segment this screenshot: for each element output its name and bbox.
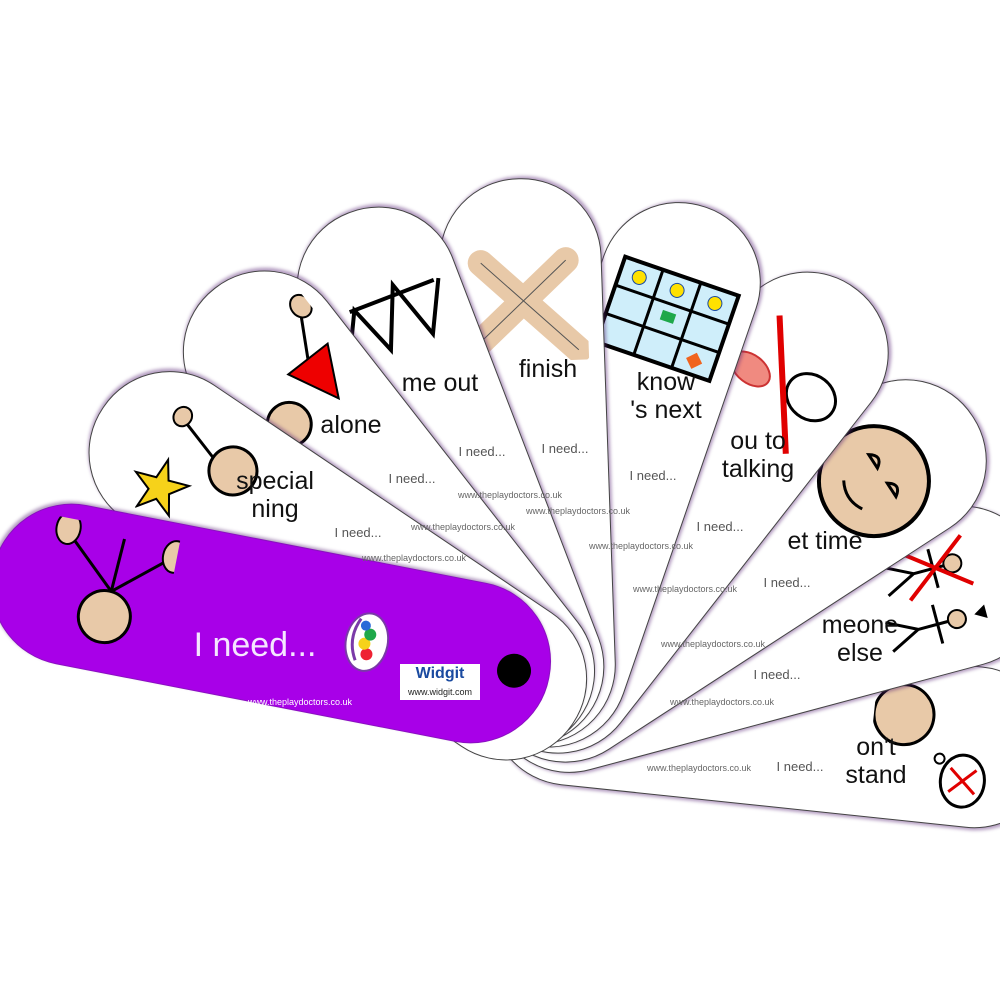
thumbs-up-star-icon xyxy=(111,383,296,566)
calendar-icon xyxy=(583,236,750,406)
person-hands-icon xyxy=(28,511,189,668)
widgit-logo-box xyxy=(400,664,480,700)
stop-hands-icon xyxy=(455,229,592,368)
quiet-face-icon xyxy=(780,391,964,574)
someone-else-icon xyxy=(841,517,1000,678)
play-doctors-logo xyxy=(339,608,395,676)
no-talking-icon xyxy=(690,291,876,477)
hole-punch xyxy=(494,650,534,691)
card-i-need-front[interactable] xyxy=(0,489,565,758)
thought-x-icon xyxy=(860,671,1000,814)
time-out-icon xyxy=(307,239,477,412)
